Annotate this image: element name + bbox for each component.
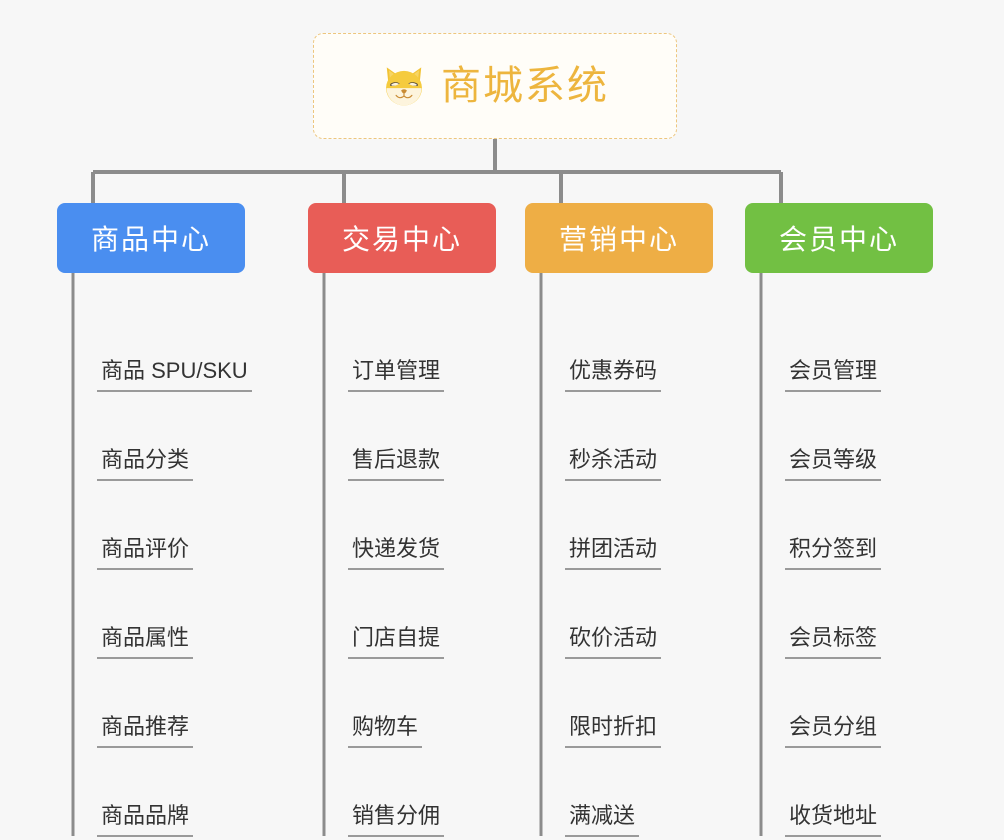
leaf-label: 商品评价: [97, 535, 194, 570]
leaf-item[interactable]: 商品分类: [57, 392, 377, 481]
leaf-item[interactable]: 会员标签: [745, 570, 1004, 659]
leaf-label: 商品品牌: [97, 802, 194, 837]
leaf-item[interactable]: 优惠券码: [525, 303, 845, 392]
leaf-label: 拼团活动: [565, 535, 662, 570]
leaf-label: 订单管理: [348, 357, 445, 392]
leaf-label: 满减送: [565, 802, 640, 837]
category-column-2: 营销中心 优惠券码 秒杀活动 拼团活动 砍价活动 限时折扣 满减送: [525, 203, 713, 837]
leaf-item[interactable]: 订单管理: [308, 303, 628, 392]
leaf-label: 商品 SPU/SKU: [97, 357, 252, 392]
leaf-item[interactable]: 收货地址: [745, 748, 1004, 837]
leaf-label: 商品属性: [97, 624, 194, 659]
leaf-label: 会员管理: [785, 357, 882, 392]
category-label-3: 会员中心: [778, 224, 899, 255]
leaf-list-3: 会员管理 会员等级 积分签到 会员标签 会员分组 收货地址: [745, 303, 1004, 837]
leaf-item[interactable]: 会员管理: [745, 303, 1004, 392]
leaf-label: 购物车: [348, 713, 423, 748]
leaf-item[interactable]: 售后退款: [308, 392, 628, 481]
leaf-label: 会员分组: [785, 713, 882, 748]
leaf-item[interactable]: 拼团活动: [525, 481, 845, 570]
leaf-label: 限时折扣: [565, 713, 662, 748]
leaf-item[interactable]: 积分签到: [745, 481, 1004, 570]
leaf-label: 门店自提: [348, 624, 445, 659]
leaf-label: 会员等级: [785, 446, 882, 481]
root-title: 商城系统: [441, 64, 609, 108]
leaf-list-0: 商品 SPU/SKU 商品分类 商品评价 商品属性 商品推荐 商品品牌: [57, 303, 377, 837]
leaf-item[interactable]: 会员分组: [745, 659, 1004, 748]
category-column-0: 商品中心 商品 SPU/SKU 商品分类 商品评价 商品属性 商品推荐 商品品牌: [57, 203, 252, 837]
leaf-label: 商品分类: [97, 446, 194, 481]
leaf-list-2: 优惠券码 秒杀活动 拼团活动 砍价活动 限时折扣 满减送: [525, 303, 845, 837]
leaf-item[interactable]: 快递发货: [308, 481, 628, 570]
leaf-item[interactable]: 会员等级: [745, 392, 1004, 481]
leaf-label: 会员标签: [785, 624, 882, 659]
leaf-item[interactable]: 限时折扣: [525, 659, 845, 748]
leaf-item[interactable]: 商品 SPU/SKU: [57, 303, 377, 392]
leaf-label: 商品推荐: [97, 713, 194, 748]
leaf-item[interactable]: 商品品牌: [57, 748, 377, 837]
category-label-2: 营销中心: [558, 224, 679, 255]
category-box-1[interactable]: 交易中心: [308, 203, 496, 273]
category-box-0[interactable]: 商品中心: [57, 203, 245, 273]
leaf-item[interactable]: 销售分佣: [308, 748, 628, 837]
leaf-label: 售后退款: [348, 446, 445, 481]
category-box-2[interactable]: 营销中心: [525, 203, 713, 273]
leaf-item[interactable]: 购物车: [308, 659, 628, 748]
category-label-0: 商品中心: [90, 224, 211, 255]
leaf-item[interactable]: 门店自提: [308, 570, 628, 659]
leaf-item[interactable]: 商品推荐: [57, 659, 377, 748]
leaf-label: 优惠券码: [565, 357, 662, 392]
category-column-3: 会员中心 会员管理 会员等级 积分签到 会员标签 会员分组 收货地址: [745, 203, 933, 837]
category-label-1: 交易中心: [341, 224, 462, 255]
leaf-item[interactable]: 商品属性: [57, 570, 377, 659]
leaf-list-1: 订单管理 售后退款 快递发货 门店自提 购物车 销售分佣: [308, 303, 628, 837]
leaf-item[interactable]: 商品评价: [57, 481, 377, 570]
category-column-1: 交易中心 订单管理 售后退款 快递发货 门店自提 购物车 销售分佣: [308, 203, 496, 837]
leaf-label: 销售分佣: [348, 802, 445, 837]
leaf-label: 秒杀活动: [565, 446, 662, 481]
leaf-item[interactable]: 砍价活动: [525, 570, 845, 659]
category-box-3[interactable]: 会员中心: [745, 203, 933, 273]
shiba-dog-icon: [386, 67, 422, 106]
leaf-item[interactable]: 满减送: [525, 748, 845, 837]
leaf-label: 快递发货: [348, 535, 445, 570]
leaf-item[interactable]: 秒杀活动: [525, 392, 845, 481]
leaf-label: 积分签到: [785, 535, 882, 570]
root-node[interactable]: 商城系统: [313, 33, 677, 139]
leaf-label: 砍价活动: [565, 624, 662, 659]
leaf-label: 收货地址: [785, 802, 882, 837]
